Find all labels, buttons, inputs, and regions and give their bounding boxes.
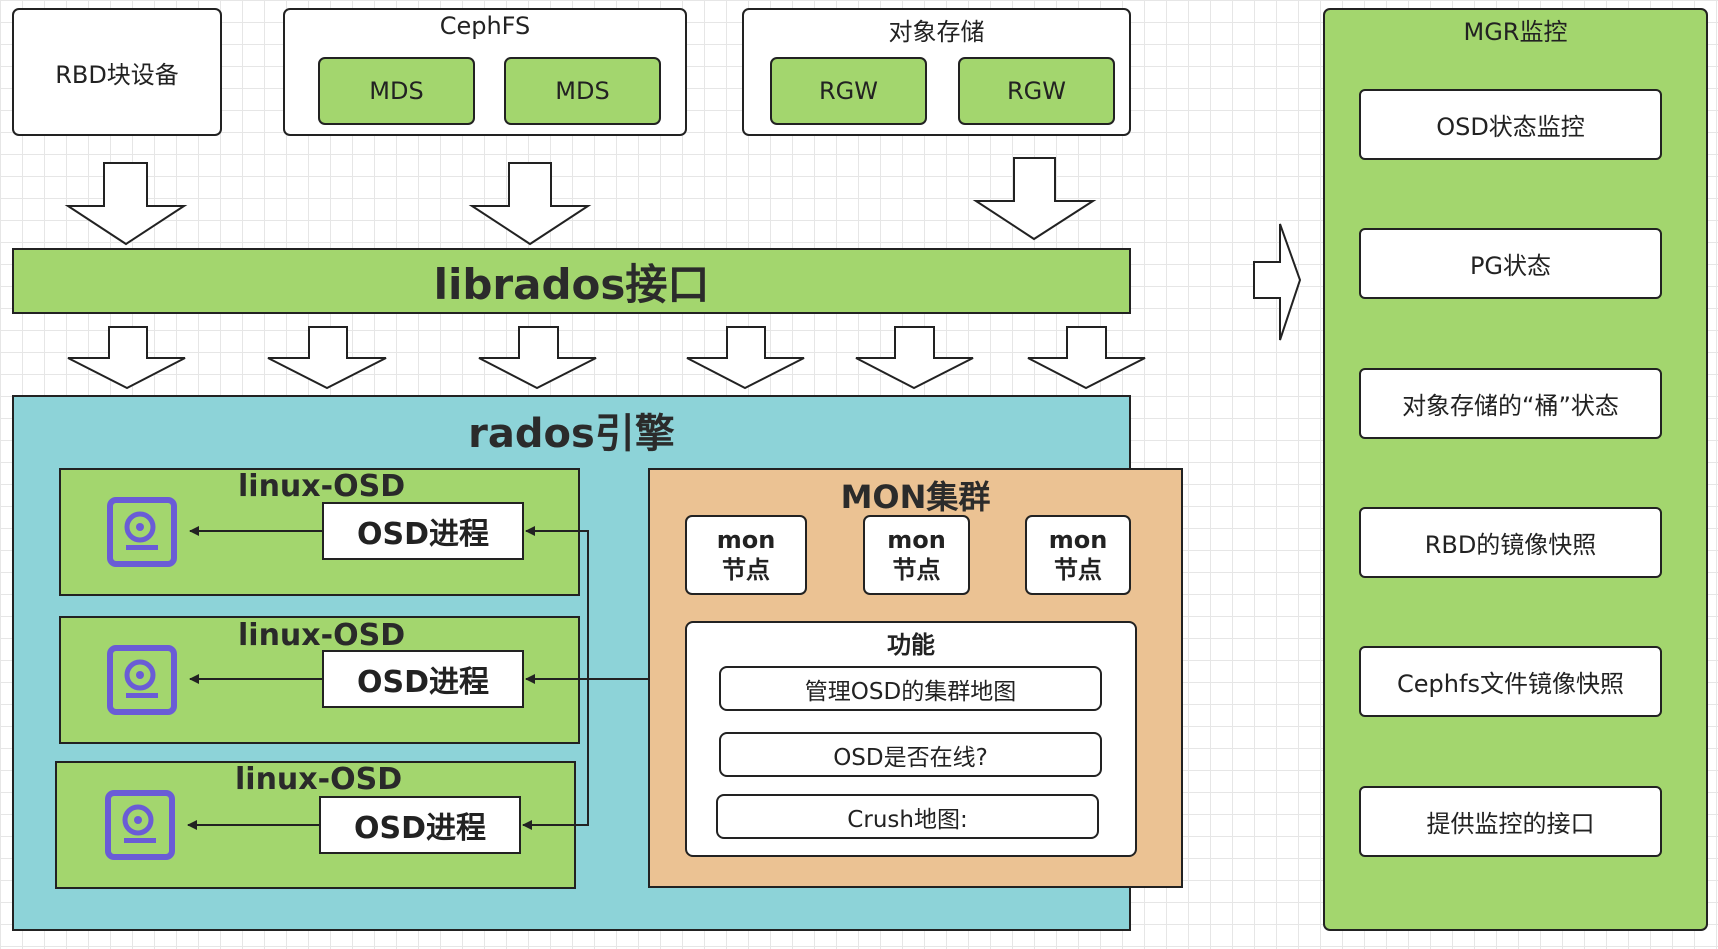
down-arrow-icon bbox=[1027, 326, 1146, 390]
mds-box: MDS bbox=[504, 57, 661, 125]
object-storage-group: 对象存储 RGW RGW bbox=[742, 8, 1131, 136]
mgr-item: OSD状态监控 bbox=[1359, 89, 1662, 160]
down-arrow-icon bbox=[686, 326, 805, 390]
down-arrow-icon bbox=[855, 326, 974, 390]
mds-label: MDS bbox=[555, 77, 610, 105]
down-arrow-icon bbox=[468, 162, 592, 246]
mds-label: MDS bbox=[369, 77, 424, 105]
function-item: OSD是否在线? bbox=[719, 732, 1102, 777]
mon-node: mon 节点 bbox=[1025, 515, 1131, 595]
mon-node-line1: mon bbox=[887, 526, 946, 554]
rados-title: rados引擎 bbox=[468, 411, 675, 457]
down-arrow-icon bbox=[478, 326, 597, 390]
mgr-title: MGR监控 bbox=[1463, 18, 1568, 46]
mon-node: mon 节点 bbox=[863, 515, 970, 595]
down-arrow-icon bbox=[267, 326, 387, 390]
disk-icon bbox=[107, 497, 177, 567]
mgr-item: 对象存储的“桶”状态 bbox=[1359, 368, 1662, 439]
osd-process: OSD进程 bbox=[319, 796, 521, 854]
rgw-box: RGW bbox=[958, 57, 1115, 125]
mgr-monitor: MGR监控 bbox=[1323, 8, 1708, 931]
functions-title: 功能 bbox=[887, 631, 935, 659]
mon-node-line2: 节点 bbox=[1054, 556, 1102, 584]
cephfs-title: CephFS bbox=[439, 12, 531, 40]
mgr-item: PG状态 bbox=[1359, 228, 1662, 299]
mgr-item: RBD的镜像快照 bbox=[1359, 507, 1662, 578]
mon-node-line1: mon bbox=[716, 526, 776, 554]
function-item: Crush地图: bbox=[716, 794, 1099, 839]
disk-icon bbox=[107, 645, 177, 715]
osd-process: OSD进程 bbox=[322, 650, 524, 708]
linux-osd-title: linux-OSD bbox=[238, 618, 406, 653]
mon-node-line2: 节点 bbox=[892, 556, 941, 584]
librados-interface: librados接口 bbox=[12, 248, 1131, 314]
rbd-block-device-label: RBD块设备 bbox=[55, 60, 179, 89]
down-arrow-icon bbox=[972, 157, 1097, 241]
cephfs-group: CephFS MDS MDS bbox=[283, 8, 687, 136]
mon-node-line2: 节点 bbox=[722, 556, 770, 584]
mon-node: mon 节点 bbox=[685, 515, 807, 595]
mds-box: MDS bbox=[318, 57, 475, 125]
function-item: 管理OSD的集群地图 bbox=[719, 666, 1102, 711]
rbd-block-device: RBD块设备 bbox=[12, 8, 222, 136]
librados-label: librados接口 bbox=[433, 259, 710, 309]
mgr-item: Cephfs文件镜像快照 bbox=[1359, 646, 1662, 717]
down-arrow-icon bbox=[64, 162, 188, 246]
rgw-label: RGW bbox=[818, 77, 878, 105]
mgr-item: 提供监控的接口 bbox=[1359, 786, 1662, 857]
mon-cluster-title: MON集群 bbox=[840, 478, 991, 516]
down-arrow-icon bbox=[67, 326, 186, 390]
linux-osd-title: linux-OSD bbox=[235, 762, 403, 797]
linux-osd-title: linux-OSD bbox=[238, 469, 406, 504]
right-arrow-icon bbox=[1253, 223, 1302, 341]
disk-icon bbox=[105, 790, 175, 860]
object-storage-title: 对象存储 bbox=[888, 18, 985, 46]
rgw-box: RGW bbox=[770, 57, 927, 125]
mon-node-line1: mon bbox=[1048, 526, 1108, 554]
osd-process: OSD进程 bbox=[322, 502, 524, 560]
rgw-label: RGW bbox=[1006, 77, 1066, 105]
